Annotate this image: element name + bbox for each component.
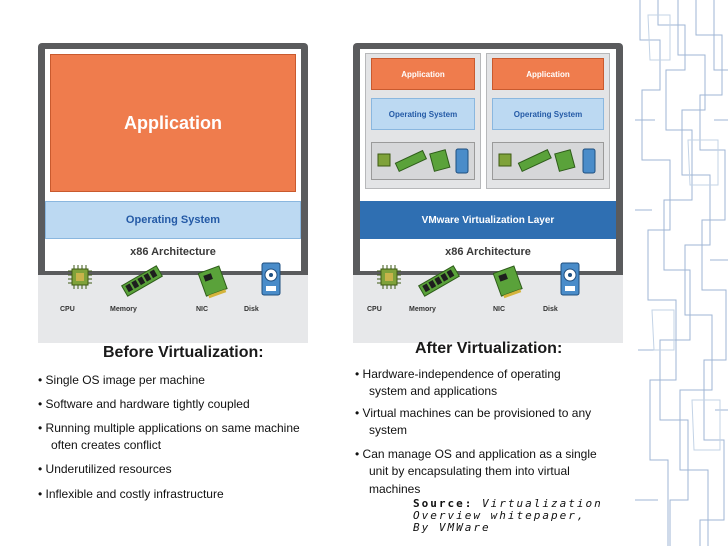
- nic-icon: [493, 265, 523, 299]
- before-screen: Application Operating System: [45, 49, 301, 271]
- operating-system-block: Operating System: [45, 201, 301, 239]
- before-heading: Before Virtualization:: [103, 344, 264, 361]
- vm2-hardware-icons: [498, 148, 596, 174]
- nic-label: NIC: [493, 306, 506, 313]
- circuit-pattern-decoration: [635, 0, 728, 546]
- after-bullet-2: • Virtual machines can be provisioned to…: [355, 406, 592, 420]
- memory-icon: [120, 265, 164, 297]
- memory-icon: [417, 265, 461, 297]
- after-virtualization-diagram: Application Operating System Application…: [353, 43, 623, 343]
- vm1-virtual-hardware: [371, 142, 475, 180]
- nic-icon: [198, 265, 228, 299]
- after-bullet-3-cont: unit by encapsulating them into virtual: [369, 464, 570, 478]
- virtual-machine-2: Application Operating System: [486, 53, 610, 189]
- memory-label: Memory: [110, 306, 137, 313]
- after-bullet-3-cont2: machines: [369, 482, 421, 496]
- cpu-label: CPU: [367, 306, 382, 313]
- after-heading: After Virtualization:: [415, 340, 563, 357]
- after-bullet-3: • Can manage OS and application as a sin…: [355, 447, 597, 461]
- after-bullet-2-cont: system: [369, 423, 408, 437]
- cpu-label: CPU: [60, 306, 75, 313]
- after-bullet-1: • Hardware-independence of operating: [355, 367, 561, 381]
- cpu-icon: [377, 265, 401, 289]
- virtualization-layer-block: VMware Virtualization Layer: [360, 201, 616, 239]
- vm2-operating-system-block: Operating System: [492, 98, 604, 130]
- application-block: Application: [50, 54, 296, 192]
- before-bullet-1: • Single OS image per machine: [38, 373, 205, 387]
- source-label: Source:: [413, 498, 474, 510]
- disk-icon: [560, 262, 580, 296]
- disk-icon: [261, 262, 281, 296]
- vm2-application-block: Application: [492, 58, 604, 90]
- before-bullet-5: • Inflexible and costly infrastructure: [38, 487, 224, 501]
- x86-architecture-label: x86 Architecture: [445, 246, 531, 258]
- source-text: Virtualization Overview whitepaper, By V…: [413, 498, 603, 534]
- nic-label: NIC: [196, 306, 209, 313]
- x86-architecture-label: x86 Architecture: [130, 246, 216, 258]
- vm1-operating-system-block: Operating System: [371, 98, 475, 130]
- after-bullet-1-cont: system and applications: [369, 384, 498, 398]
- before-bullet-4: • Underutilized resources: [38, 462, 172, 476]
- vm2-virtual-hardware: [492, 142, 604, 180]
- vm1-application-block: Application: [371, 58, 475, 90]
- before-bullet-3-cont: often creates conflict: [51, 438, 162, 452]
- after-screen: Application Operating System Application…: [360, 49, 616, 271]
- source-caption: Source: Virtualization Overview whitepap…: [413, 498, 603, 546]
- disk-label: Disk: [543, 306, 558, 313]
- cpu-icon: [68, 265, 92, 289]
- vm1-hardware-icons: [377, 148, 469, 174]
- memory-label: Memory: [409, 306, 436, 313]
- before-bullet-3: • Running multiple applications on same …: [38, 421, 300, 435]
- disk-label: Disk: [244, 306, 259, 313]
- before-virtualization-diagram: Application Operating System x86 Archite…: [38, 43, 308, 343]
- before-bullet-2: • Software and hardware tightly coupled: [38, 397, 250, 411]
- virtual-machine-1: Application Operating System: [365, 53, 481, 189]
